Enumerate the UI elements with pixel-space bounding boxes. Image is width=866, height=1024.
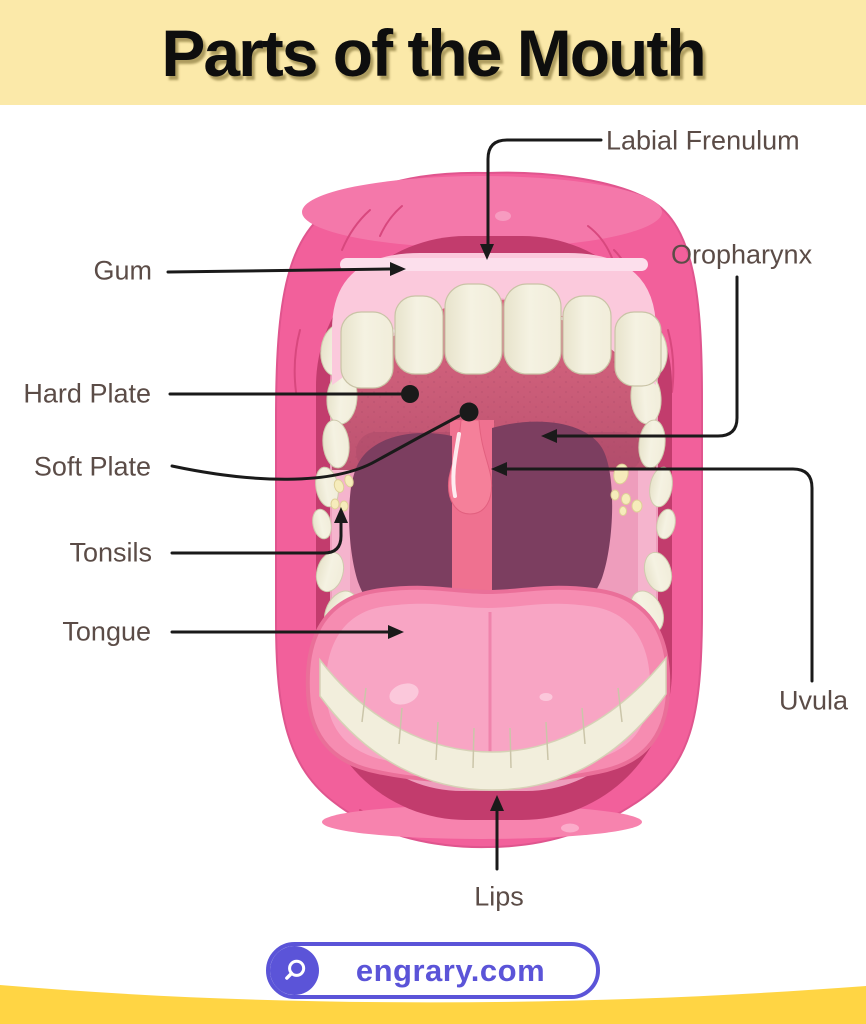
lower-front-teeth xyxy=(319,655,667,791)
magnifier-icon xyxy=(270,946,319,995)
label-hard-plate: Hard Plate xyxy=(23,378,151,409)
brand-text: engrary.com xyxy=(355,952,546,988)
line-soft-plate xyxy=(170,414,461,481)
brand-badge[interactable]: engrary.com xyxy=(266,942,600,999)
label-gum: Gum xyxy=(93,255,152,286)
line-labial-frenulum xyxy=(486,138,603,249)
label-lips: Lips xyxy=(474,881,524,912)
leader-arrowheads xyxy=(334,244,557,811)
label-tonsils: Tonsils xyxy=(69,537,152,568)
leader-lines xyxy=(166,138,814,871)
line-oropharynx xyxy=(554,275,739,438)
uvula-shape xyxy=(447,419,493,515)
label-soft-plate: Soft Plate xyxy=(33,451,151,482)
label-labial-frenulum: Labial Frenulum xyxy=(606,125,800,156)
footer-band xyxy=(0,985,866,1024)
page-title: Parts of the Mouth xyxy=(161,15,706,90)
header-band: Parts of the Mouth xyxy=(0,0,866,105)
label-tongue: Tongue xyxy=(62,616,151,647)
line-gum xyxy=(166,267,393,274)
dot-soft-plate xyxy=(459,402,479,422)
line-tonsils xyxy=(170,519,343,555)
line-uvula xyxy=(504,467,814,683)
label-oropharynx: Oropharynx xyxy=(671,239,813,270)
label-uvula: Uvula xyxy=(779,685,849,716)
dot-hard-plate xyxy=(401,385,419,403)
upper-front-teeth xyxy=(340,283,662,389)
